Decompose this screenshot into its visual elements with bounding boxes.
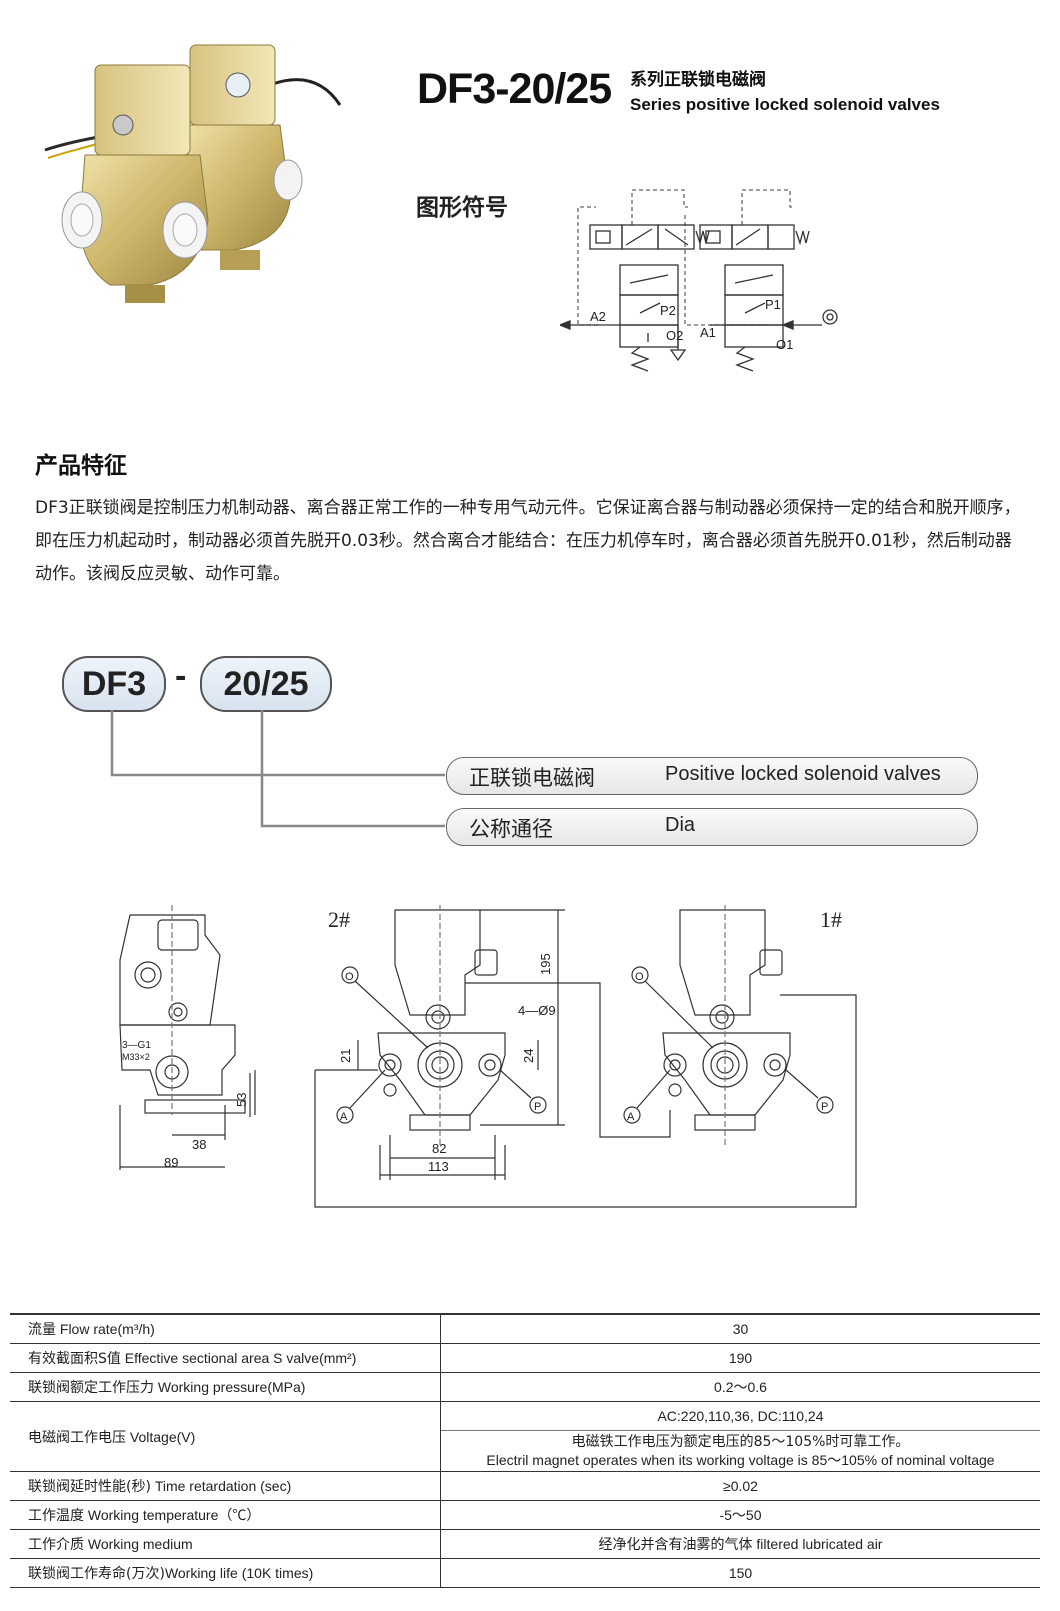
spec-value: -5～50 [440, 1500, 1040, 1530]
spec-label-cn: 电磁阀工作电压 [28, 1429, 126, 1446]
dim-113: 113 [428, 1159, 449, 1174]
port-p-label: P [534, 1101, 541, 1113]
pneumatic-symbol-diagram: A2 P2 O2 A1 P1 O1 [560, 189, 838, 372]
model-title: DF3-20/25 [417, 65, 612, 113]
model-desc-cn: 公称通径 [469, 817, 553, 841]
spec-label-en: Working pressure(MPa) [157, 1379, 306, 1395]
title-en: Series positive locked solenoid valves [630, 95, 940, 114]
table-row: 联锁阀延时性能(秒) Time retardation (sec) ≥0.02 [10, 1471, 1040, 1501]
spec-label-en: Flow rate(m³/h) [59, 1321, 155, 1337]
dim-53: 53 [234, 1093, 249, 1107]
spec-label-en: Working life (10K times) [164, 1565, 314, 1581]
spec-value: ≥0.02 [440, 1471, 1040, 1501]
spec-value: 190 [440, 1343, 1040, 1373]
dimension-drawing: 2# 1# O A P O A P 195 4—Ø9 21 24 82 113 … [119, 905, 857, 1208]
spec-label-cn: 联锁阀额定工作压力 [28, 1380, 154, 1396]
table-row: 联锁阀额定工作压力 Working pressure(MPa) 0.2～0.6 [10, 1372, 1040, 1402]
table-row: 电磁铁工作电压为额定电压的85～105%时可靠工作。 Electril magn… [10, 1430, 1040, 1472]
spec-label-cn: 联锁阀延时性能(秒) [28, 1479, 151, 1495]
spec-label-cn: 有效截面积S值 [28, 1351, 121, 1367]
spec-label-en: Working temperature（℃） [87, 1507, 261, 1523]
product-photo [44, 44, 342, 303]
table-row: 流量 Flow rate(m³/h) 30 [10, 1313, 1040, 1344]
valve-2-label: 2# [328, 907, 350, 932]
model-code-part1: DF3 [62, 656, 166, 712]
spec-label-en: Time retardation (sec) [154, 1478, 292, 1494]
valve-1-label: 1# [820, 907, 842, 932]
spec-value: AC:220,110,36, DC:110,24 [440, 1401, 1040, 1431]
table-row: 工作温度 Working temperature（℃） -5～50 [10, 1500, 1040, 1530]
spec-label-en: Effective sectional area S valve(mm²) [124, 1350, 357, 1366]
model-desc-row-1: 正联锁电磁阀 Positive locked solenoid valves [446, 757, 978, 795]
port-a1-label: A1 [700, 325, 716, 340]
title-cn: 系列正联锁电磁阀 [630, 70, 766, 90]
spec-label-cn: 工作介质 [28, 1537, 84, 1553]
spec-label-en: Voltage(V) [129, 1428, 196, 1445]
spec-value: 0.2～0.6 [440, 1372, 1040, 1402]
spec-label-cn: 流量 [28, 1322, 56, 1338]
spec-value-en: filtered lubricated air [756, 1536, 883, 1552]
thread-label: M33×2 [122, 1052, 150, 1062]
spec-value: 30 [440, 1313, 1040, 1344]
symbol-heading: 图形符号 [416, 195, 508, 221]
port-o-label: O [635, 971, 644, 983]
table-row: 联锁阀工作寿命(万次)Working life (10K times) 150 [10, 1558, 1040, 1588]
dim-82: 82 [432, 1141, 446, 1156]
model-code-part2: 20/25 [200, 656, 332, 712]
port-a-label: A [627, 1111, 635, 1123]
spec-note-cn: 电磁铁工作电压为额定电压的85～105%时可靠工作。 [571, 1434, 910, 1450]
spec-value-cn: 经净化并含有油雾的气体 [598, 1537, 753, 1553]
model-desc-en: Positive locked solenoid valves [665, 763, 941, 785]
port-p-label: P [821, 1101, 828, 1113]
spec-label-cn: 联锁阀工作寿命(万次) [28, 1566, 165, 1582]
port-a-label: A [340, 1111, 348, 1123]
thread-label: 3—G1 [122, 1040, 151, 1051]
dim-38: 38 [192, 1137, 206, 1152]
dim-195: 195 [538, 953, 553, 975]
dim-89: 89 [164, 1155, 178, 1170]
port-o2-label: O2 [666, 328, 683, 343]
features-text: DF3正联锁阀是控制压力机制动器、离合器正常工作的一种专用气动元件。它保证离合器… [35, 498, 1021, 584]
spec-table: 流量 Flow rate(m³/h) 30 有效截面积S值 Effective … [10, 1313, 1040, 1588]
table-row: 工作介质 Working medium 经净化并含有油雾的气体 filtered… [10, 1529, 1040, 1559]
model-desc-row-2: 公称通径 Dia [446, 808, 978, 846]
table-row: 有效截面积S值 Effective sectional area S valve… [10, 1343, 1040, 1373]
dim-holes: 4—Ø9 [518, 1003, 556, 1018]
dim-24: 24 [521, 1049, 536, 1063]
port-p1-label: P1 [765, 297, 781, 312]
table-row: 电磁阀工作电压 Voltage(V) AC:220,110,36, DC:110… [10, 1401, 1040, 1472]
features-heading: 产品特征 [35, 453, 127, 479]
port-p2-label: P2 [660, 303, 676, 318]
model-code-connectors [110, 710, 445, 828]
model-desc-cn: 正联锁电磁阀 [469, 766, 595, 790]
dim-21: 21 [338, 1049, 353, 1063]
model-desc-en: Dia [665, 814, 696, 836]
spec-label-en: Working medium [87, 1536, 193, 1552]
port-a2-label: A2 [590, 309, 606, 324]
spec-note-en: Electril magnet operates when its workin… [486, 1452, 995, 1468]
model-code-dash: - [175, 657, 187, 695]
spec-label-cn: 工作温度 [28, 1508, 84, 1524]
spec-value: 150 [440, 1558, 1040, 1588]
port-o-label: O [345, 971, 354, 983]
port-o1-label: O1 [776, 337, 793, 352]
